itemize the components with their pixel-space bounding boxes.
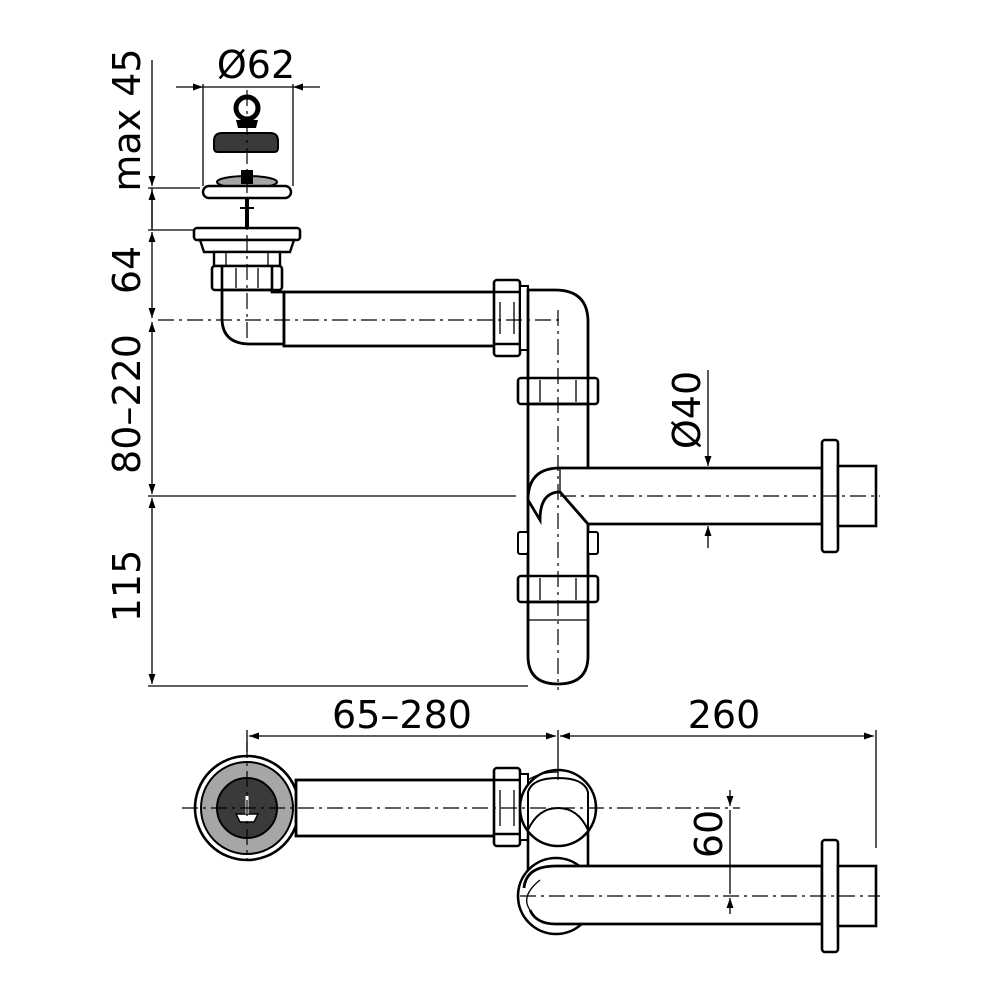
top-view xyxy=(182,742,880,954)
outlet-height-label: 64 xyxy=(105,246,149,294)
outlet-diameter-label: Ø40 xyxy=(665,371,709,449)
strainer-diameter-label: Ø62 xyxy=(217,43,295,87)
union-nut-2 xyxy=(492,278,529,358)
adjustable-height-label: 80–220 xyxy=(105,334,149,474)
upper-bend xyxy=(526,288,590,382)
top-branch-outlet xyxy=(516,838,878,954)
wall-reach-label: 260 xyxy=(688,693,761,737)
side-view xyxy=(158,90,880,690)
plug-icon xyxy=(213,94,279,153)
trap-depth-label: 115 xyxy=(105,550,149,623)
horizontal-pipe xyxy=(282,290,498,348)
strainer-height-label: max 45 xyxy=(105,48,149,191)
dimension-lines-top xyxy=(246,730,877,914)
horizontal-reach-label: 65–280 xyxy=(332,693,472,737)
offset-label: 60 xyxy=(687,810,731,858)
branch-outlet xyxy=(526,466,824,526)
dimension-lines-side xyxy=(148,60,712,687)
inlet-elbow xyxy=(220,288,286,346)
